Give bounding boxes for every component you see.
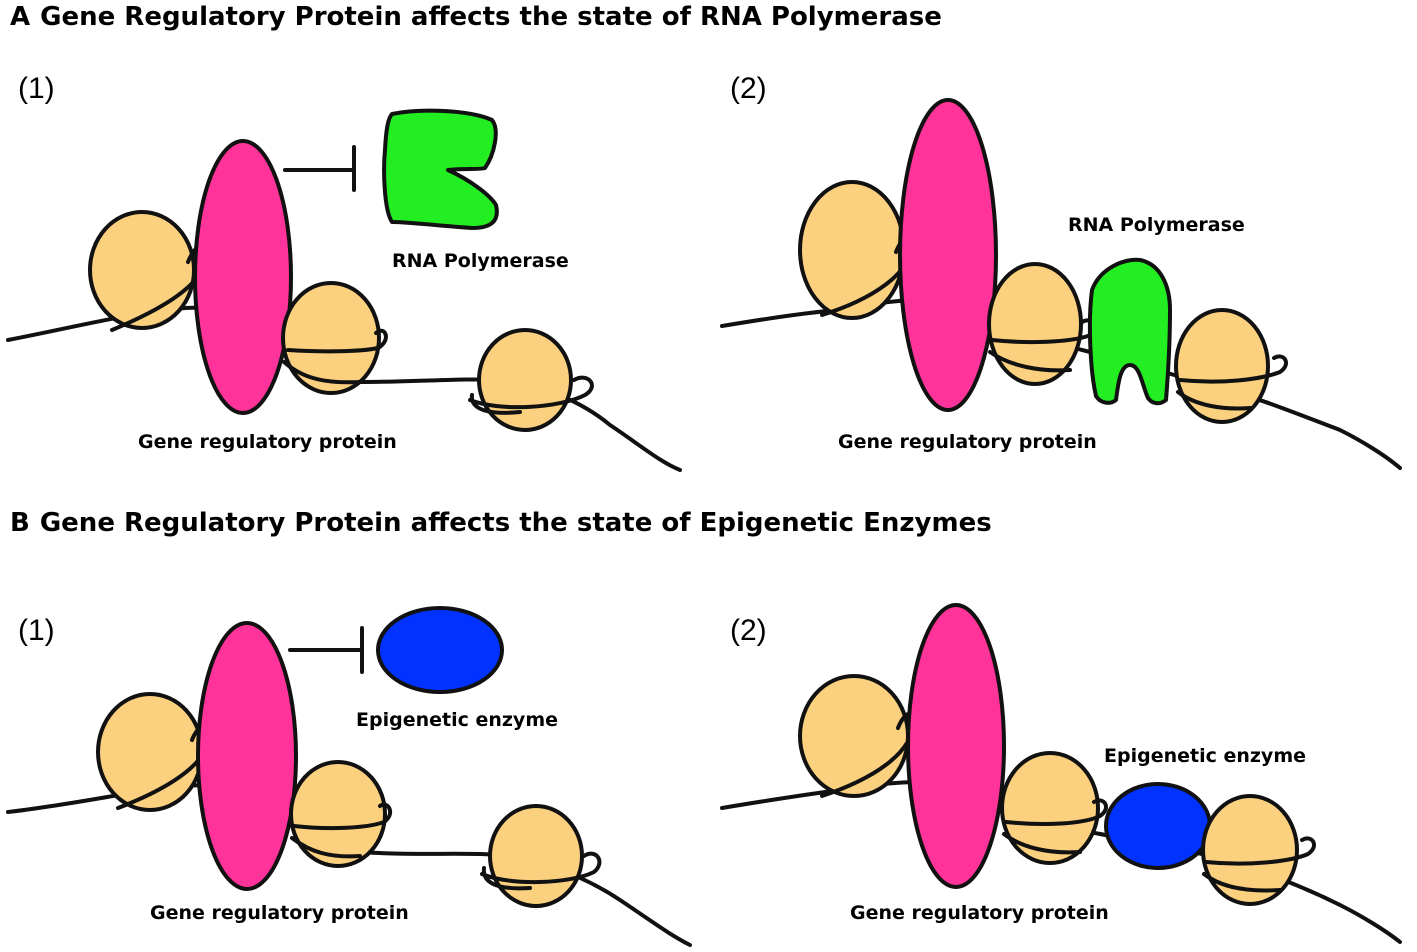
protein-label-a1: Gene regulatory protein (138, 431, 397, 453)
panel-a2-label: (2) (730, 72, 767, 105)
dna-wrap (1002, 798, 1108, 855)
nucleosome (289, 760, 387, 868)
nucleosome (488, 804, 584, 908)
rna-polymerase (1087, 257, 1172, 406)
panel-a-letter: A (10, 2, 31, 32)
inhibition-arrow (288, 626, 364, 674)
protein-label-a2: Gene regulatory protein (838, 431, 1097, 453)
epigenetic-enzyme (1104, 782, 1212, 870)
panel-b-letter: B (10, 508, 30, 538)
protein-label-b2: Gene regulatory protein (850, 902, 1109, 924)
panel-b2-label: (2) (730, 614, 767, 647)
rna-polymerase (382, 108, 499, 230)
dna-wrap (1176, 354, 1288, 411)
protein-label-b1: Gene regulatory protein (150, 902, 409, 924)
nucleosome (1000, 751, 1100, 865)
panel-a-heading: A Gene Regulatory Protein affects the sta… (10, 4, 942, 30)
panel-a2-diagram (720, 98, 1402, 470)
dna-wrap (282, 328, 388, 385)
panel-a1-diagram (6, 108, 682, 472)
dna-wrap (468, 375, 594, 415)
panel-b-heading: B Gene Regulatory Protein affects the sta… (10, 510, 992, 536)
nucleosome (987, 262, 1083, 386)
dna-wrap (1202, 836, 1316, 893)
panel-b1-label: (1) (18, 614, 55, 647)
epigenetic-enzyme (376, 606, 504, 694)
panel-a-title: Gene Regulatory Protein affects the stat… (40, 2, 942, 32)
gene-regulatory-protein (193, 139, 293, 415)
inhibition-arrow (283, 145, 356, 192)
rna-polymerase-label-a2: RNA Polymerase (1068, 214, 1245, 236)
gene-regulatory-protein (898, 98, 998, 412)
gene-regulatory-protein (196, 621, 298, 891)
panel-b2-diagram (720, 603, 1402, 944)
nucleosome (1201, 794, 1299, 906)
nucleosome (477, 328, 573, 432)
dna-wrap (480, 851, 602, 891)
nucleosome (88, 210, 196, 330)
nucleosome (798, 674, 910, 798)
dna-wrap (290, 802, 393, 859)
panel-b-title: Gene Regulatory Protein affects the stat… (39, 508, 992, 538)
epigenetic-enzyme-label-b1: Epigenetic enzyme (356, 709, 559, 731)
rna-polymerase-label-a1: RNA Polymerase (392, 250, 569, 272)
panel-a1-label: (1) (18, 72, 55, 105)
gene-regulatory-protein (906, 603, 1006, 889)
nucleosome (281, 281, 381, 395)
nucleosome (1174, 308, 1270, 424)
epigenetic-enzyme-label-b2: Epigenetic enzyme (1104, 745, 1307, 767)
nucleosome (798, 180, 906, 320)
panel-b1-diagram (6, 606, 692, 947)
